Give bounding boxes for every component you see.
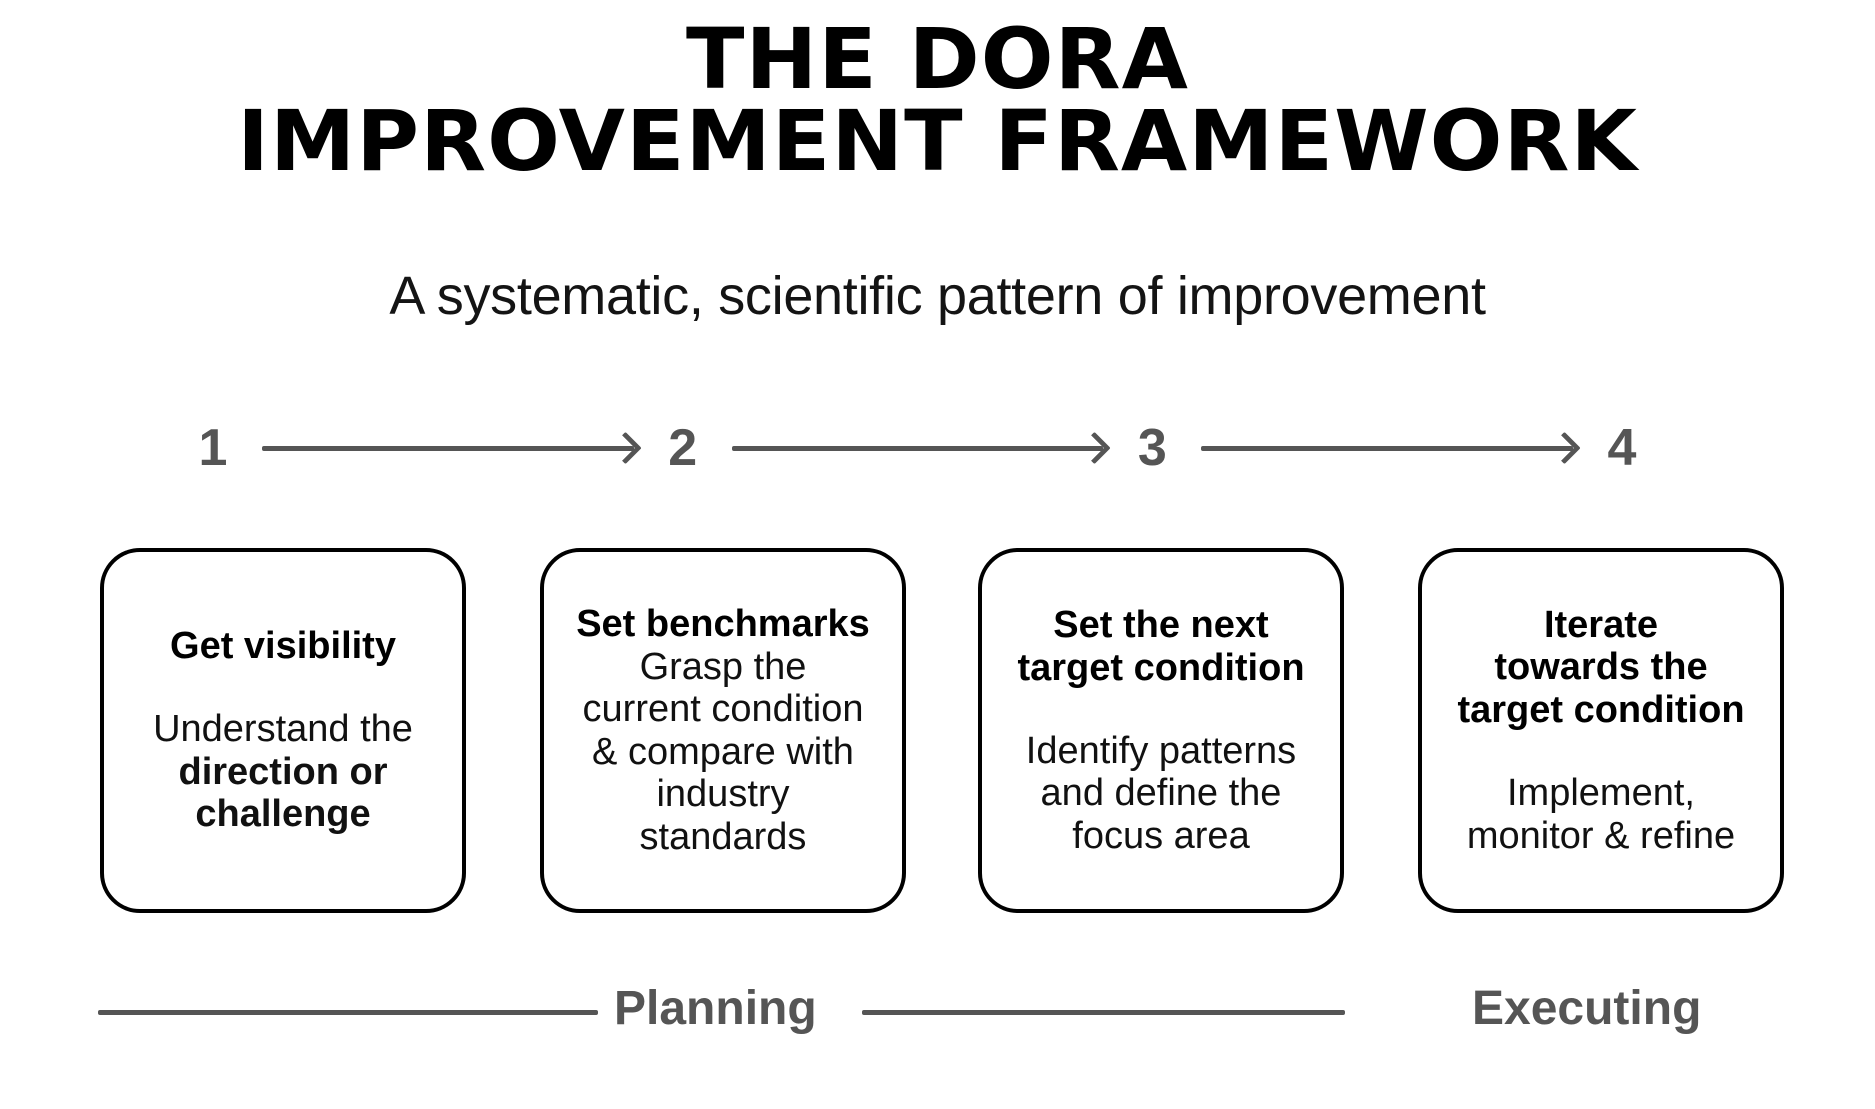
step-number-3: 3 <box>1137 419 1167 477</box>
phase-rule-left <box>98 1010 598 1015</box>
title-line-1: THE DORA <box>686 10 1189 108</box>
arrow-head <box>1548 431 1581 465</box>
page-title: THE DORA IMPROVEMENT FRAMEWORK <box>0 10 1875 191</box>
step-number-2: 2 <box>668 419 698 477</box>
arrow-icon-3-to-4 <box>1201 431 1581 465</box>
arrow-head <box>608 431 642 465</box>
arrow-shaft <box>1201 445 1574 451</box>
step-card-1-title: Get visibility <box>170 625 396 668</box>
arrow-shaft <box>262 445 634 451</box>
step-card-2-body: Grasp the current condition & compare wi… <box>582 645 864 858</box>
phase-label-planning: Planning <box>614 982 817 1035</box>
phase-bar: Planning Executing <box>0 978 1875 1044</box>
step-card-list: Get visibility Understand the direction … <box>0 548 1875 918</box>
step-sequence: 1 2 3 4 <box>190 418 1645 478</box>
step-card-4-title: Iterate towards the target condition <box>1457 603 1745 732</box>
step-card-2-title: Set benchmarks <box>576 602 870 645</box>
step-card-3-body: Identify patterns and define the focus a… <box>1025 729 1297 857</box>
arrow-icon-1-to-2 <box>262 431 642 465</box>
step-card-3[interactable]: Set the next target condition Identify p… <box>978 548 1344 913</box>
step-card-1-body: Understand the direction or challenge <box>153 708 413 836</box>
step-card-4-body: Implement, monitor & refine <box>1466 772 1736 857</box>
title-line-2: IMPROVEMENT FRAMEWORK <box>237 92 1638 191</box>
phase-rule-right <box>862 1010 1345 1015</box>
step-card-4[interactable]: Iterate towards the target condition Imp… <box>1418 548 1784 913</box>
arrow-head <box>1078 431 1112 465</box>
step-number-1: 1 <box>198 419 228 477</box>
arrow-shaft <box>731 445 1104 451</box>
step-card-3-title: Set the next target condition <box>1017 603 1305 689</box>
step-number-4: 4 <box>1607 419 1637 477</box>
step-card-2[interactable]: Set benchmarks Grasp the current conditi… <box>540 548 906 913</box>
arrow-icon-2-to-3 <box>731 431 1112 465</box>
step-card-1[interactable]: Get visibility Understand the direction … <box>100 548 466 913</box>
page-subtitle: A systematic, scientific pattern of impr… <box>389 266 1486 326</box>
phase-label-executing: Executing <box>1472 982 1702 1035</box>
